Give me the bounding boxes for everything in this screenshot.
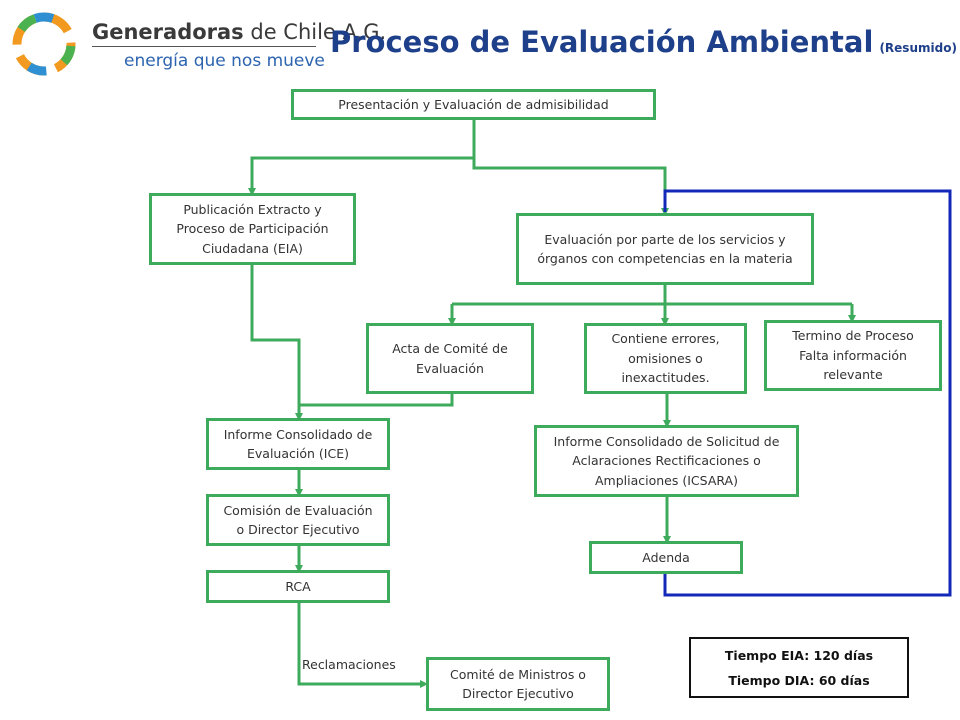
node-comite-ministros: Comité de Ministros o Director Ejecutivo [426,657,610,711]
title-main: Proceso de Evaluación Ambiental [330,25,874,59]
node-icsara: Informe Consolidado de Solicitud de Acla… [534,425,799,497]
node-ice-label: Informe Consolidado de Evaluación (ICE) [223,426,373,461]
node-publicacion: Publicación Extracto y Proceso de Partic… [149,193,356,265]
node-adenda: Adenda [589,541,743,574]
time-summary-box: Tiempo EIA: 120 días Tiempo DIA: 60 días [689,637,909,698]
generadoras-logo [8,8,80,80]
brand-divider [92,46,316,47]
node-rca: RCA [206,570,390,603]
edge-adenda-loop [663,189,952,597]
node-comision-label: Comisión de Evaluación o Director Ejecut… [223,502,373,537]
node-termino-proceso: Termino de Proceso Falta información rel… [764,320,942,391]
brand-tagline: energía que nos mueve [124,51,325,71]
node-presentacion-label: Presentación y Evaluación de admisibilid… [338,96,609,112]
node-comision: Comisión de Evaluación o Director Ejecut… [206,494,390,546]
brand-name: Generadoras de Chile A.G. [92,20,387,44]
edge-label-reclamaciones: Reclamaciones [302,657,396,672]
node-evaluacion-servicios: Evaluación por parte de los servicios y … [516,213,814,285]
edge-presentacion-publicacion [248,118,476,196]
brand-block: Generadoras de Chile A.G. energía que no… [92,20,386,71]
node-adenda-label: Adenda [642,549,690,565]
node-contiene-errores-label: Contiene errores, omisiones o inexactitu… [611,331,720,386]
node-publicacion-label: Publicación Extracto y Proceso de Partic… [176,201,329,256]
node-ice: Informe Consolidado de Evaluación (ICE) [206,418,390,470]
node-presentacion: Presentación y Evaluación de admisibilid… [291,89,656,120]
edge-acta-ice [299,393,454,407]
page-title: Proceso de Evaluación Ambiental (Resumido… [330,25,957,59]
node-icsara-label: Informe Consolidado de Solicitud de Acla… [553,433,780,488]
node-rca-label: RCA [285,578,311,594]
edge-presentacion-evaluacion [472,158,669,216]
edge-rca-comite [297,602,428,688]
node-comite-ministros-label: Comité de Ministros o Director Ejecutivo [450,666,586,701]
node-acta-comite: Acta de Comité de Evaluación [366,323,534,394]
edge-publicacion-ice [250,264,303,421]
node-contiene-errores: Contiene errores, omisiones o inexactitu… [584,323,747,394]
node-termino-proceso-label: Termino de Proceso Falta información rel… [792,328,914,383]
time-eia: Tiempo EIA: 120 días [724,647,874,663]
node-acta-comite-label: Acta de Comité de Evaluación [392,341,508,376]
title-subtitle: (Resumido) [879,41,957,55]
node-evaluacion-servicios-label: Evaluación por parte de los servicios y … [537,231,793,266]
time-dia: Tiempo DIA: 60 días [728,672,870,688]
